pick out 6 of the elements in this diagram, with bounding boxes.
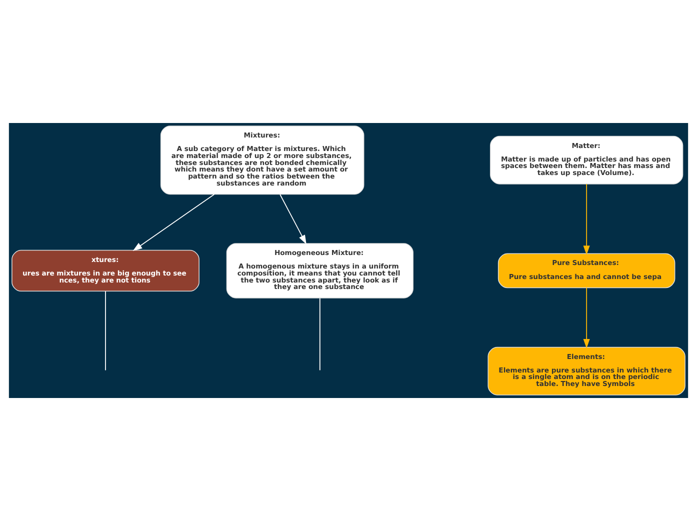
connector <box>105 290 106 370</box>
connector <box>319 297 320 370</box>
arrow <box>583 183 590 254</box>
arrow <box>583 286 590 348</box>
arrow <box>280 194 306 244</box>
arrow <box>132 193 215 250</box>
